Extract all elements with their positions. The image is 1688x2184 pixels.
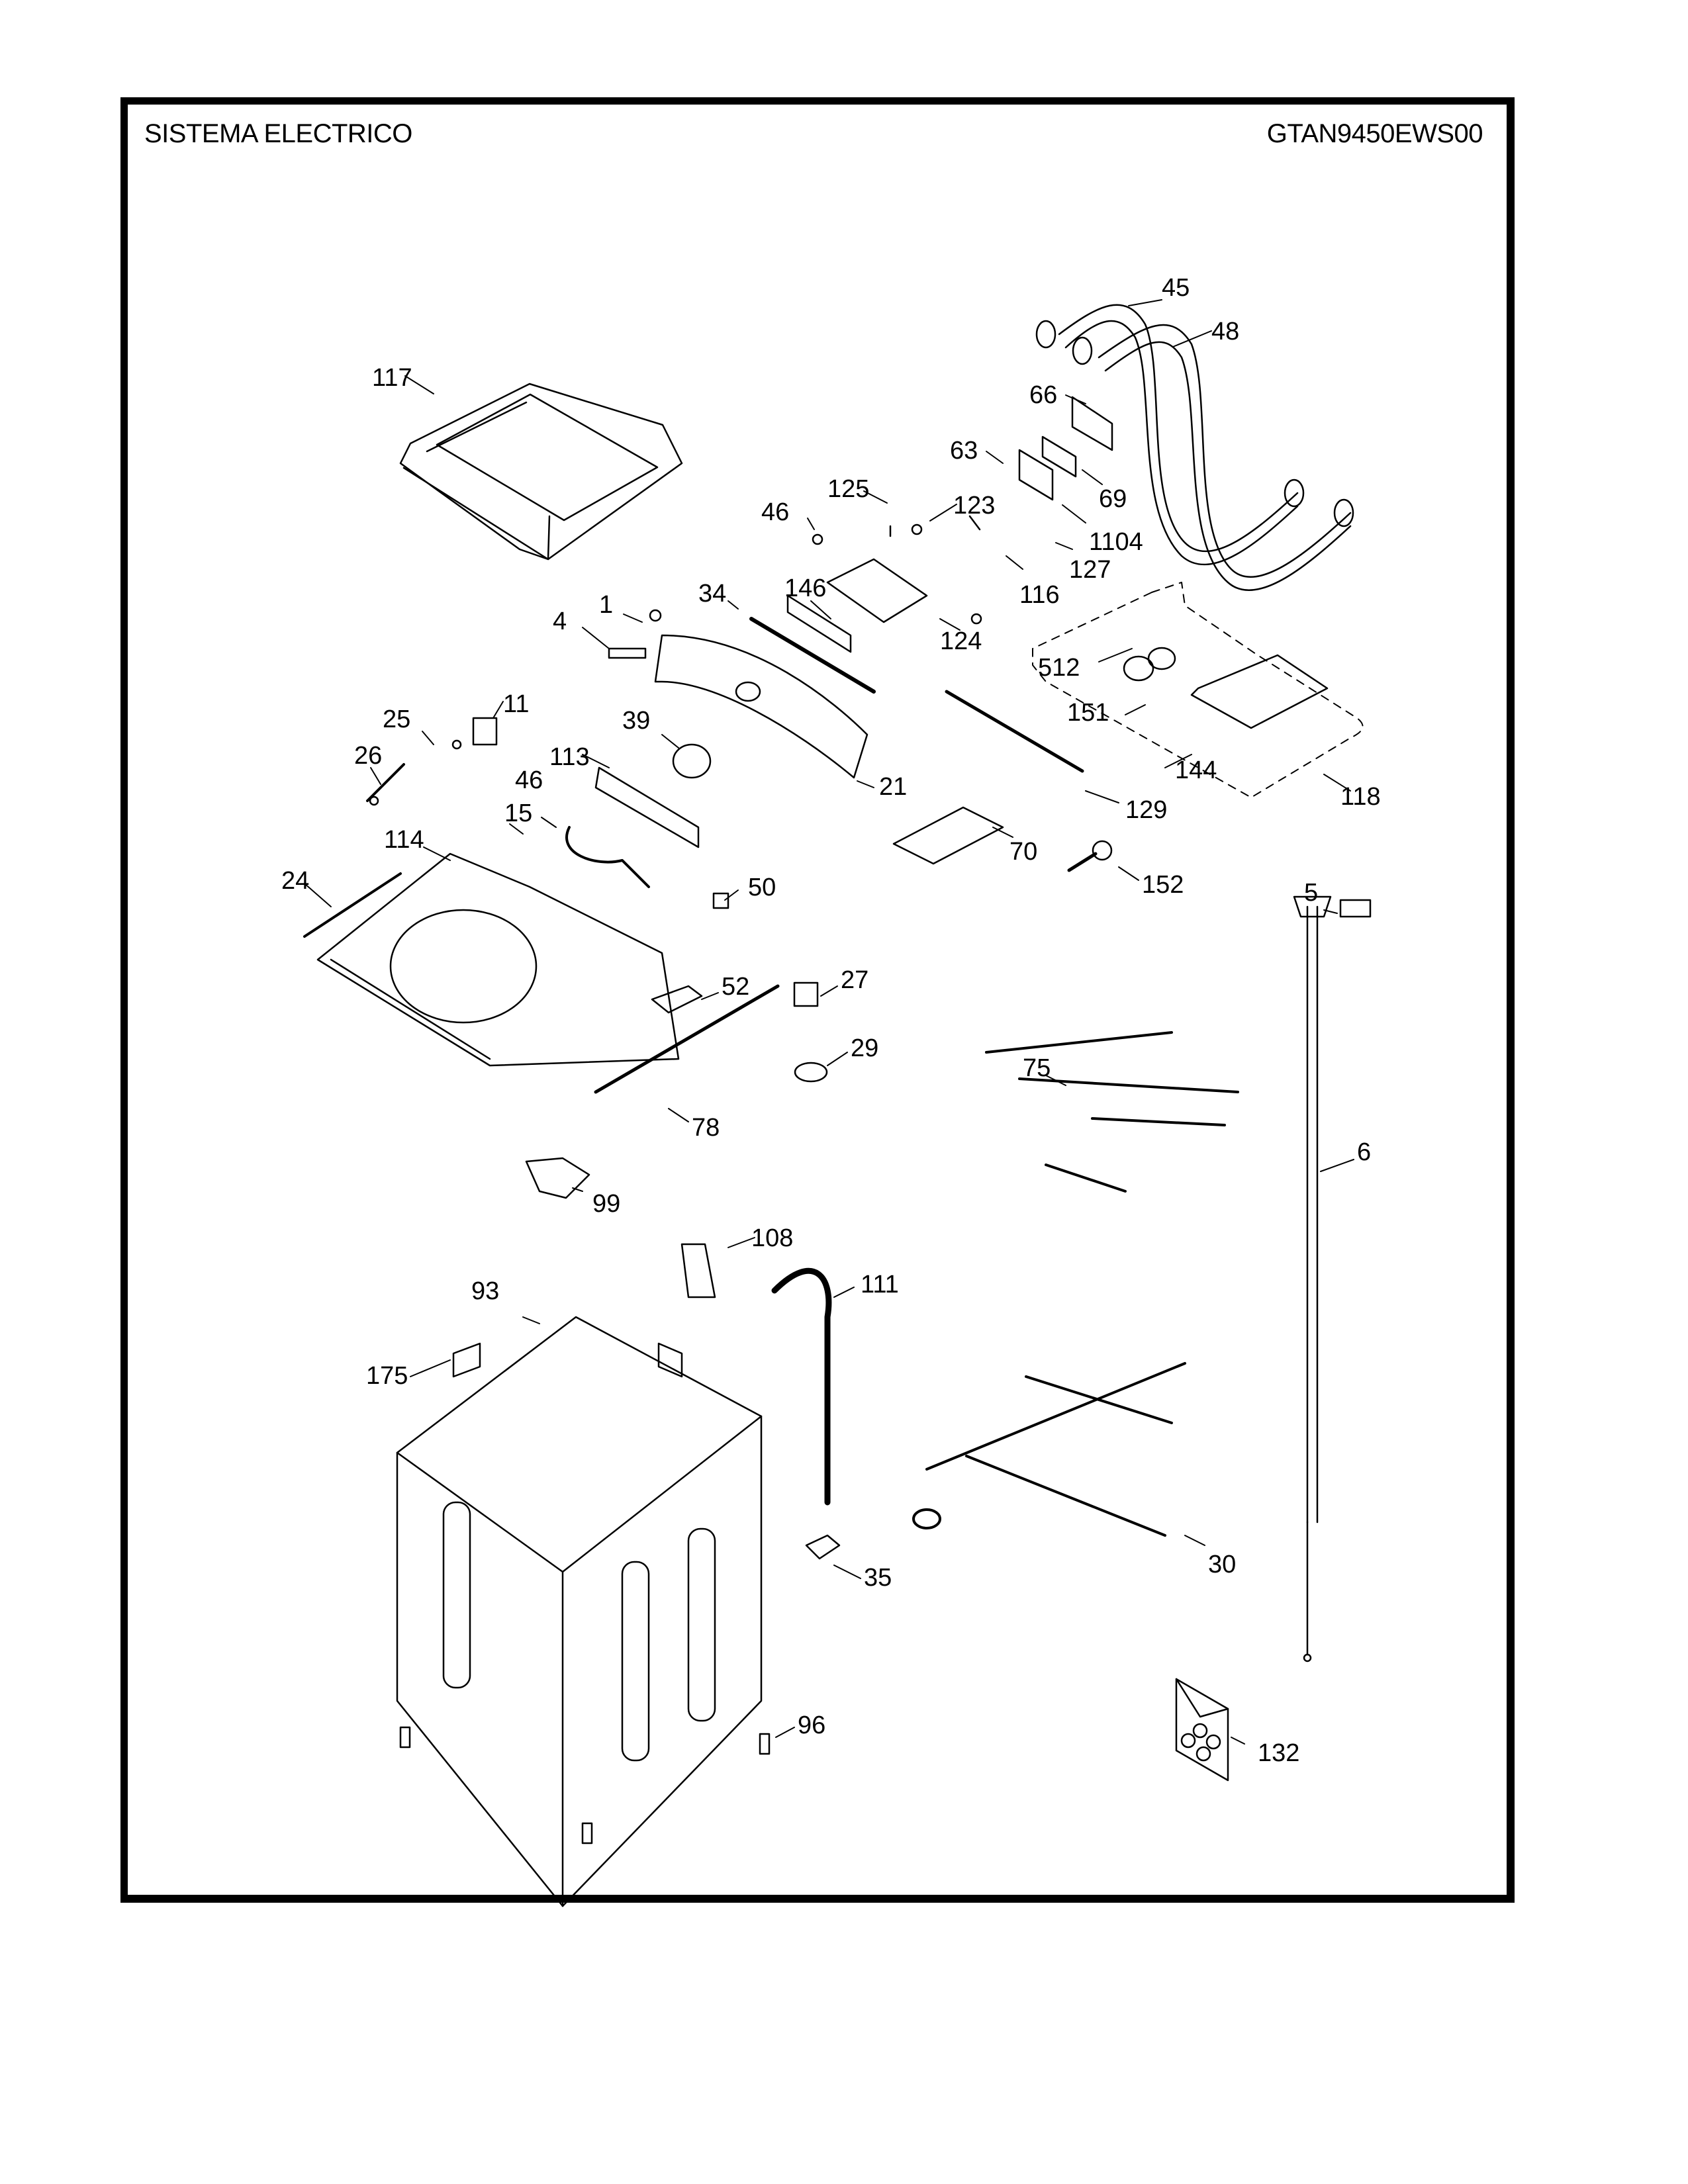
- callout-1: 1: [599, 591, 614, 619]
- part-inlet-valve: [1124, 648, 1327, 728]
- part-lid-lock: [794, 983, 818, 1006]
- callout-5: 5: [1304, 879, 1319, 907]
- callout-1104: 1104: [1089, 528, 1143, 556]
- callout-132: 132: [1258, 1739, 1300, 1767]
- callout-35: 35: [864, 1564, 892, 1592]
- group-valve-kit-outline: [1033, 582, 1363, 797]
- part-hose-fitting: [567, 827, 649, 887]
- part-control-board: [1019, 397, 1112, 500]
- callout-48: 48: [1211, 318, 1240, 345]
- part-bracket: [652, 986, 702, 1013]
- callout-6: 6: [1357, 1138, 1372, 1166]
- callout-63: 63: [950, 437, 978, 465]
- callout-25: 25: [383, 705, 411, 733]
- part-knob: [673, 745, 710, 778]
- part-label-sheet: [894, 807, 1003, 864]
- callout-27: 27: [841, 966, 869, 994]
- callout-29: 29: [851, 1034, 879, 1062]
- callout-24: 24: [281, 867, 310, 895]
- callout-75: 75: [1023, 1054, 1051, 1082]
- callout-151: 151: [1067, 699, 1109, 727]
- part-pressure-switch: [795, 1063, 827, 1081]
- callout-69: 69: [1099, 485, 1127, 513]
- callout-127: 127: [1069, 556, 1111, 584]
- part-top-cover: [318, 854, 679, 1066]
- part-lock-assembly: [526, 1158, 589, 1198]
- callout-11: 11: [503, 690, 530, 718]
- callout-46-b: 46: [515, 766, 543, 794]
- part-cable-clip: [806, 1535, 839, 1559]
- section-title: SISTEMA ELECTRICO: [144, 119, 412, 148]
- callout-93: 93: [471, 1277, 500, 1305]
- callout-152: 152: [1142, 871, 1184, 899]
- part-pressure-sensor: [1069, 841, 1111, 870]
- part-fasteners: [609, 516, 981, 658]
- callout-21: 21: [879, 773, 908, 801]
- leader-lines: [305, 300, 1354, 1744]
- callout-66: 66: [1029, 381, 1058, 409]
- callout-144: 144: [1175, 756, 1217, 784]
- part-drain-hose: [774, 1271, 829, 1502]
- part-lid: [400, 384, 682, 559]
- callout-117: 117: [372, 364, 412, 392]
- part-leveling-feet: [400, 1727, 769, 1843]
- part-dispenser-housing: [751, 559, 927, 692]
- model-number: GTAN9450EWS00: [1266, 119, 1483, 148]
- callout-39: 39: [622, 707, 651, 735]
- part-drain-pump-cover: [682, 1244, 715, 1297]
- part-wire-harness-main: [914, 1363, 1185, 1535]
- callout-108: 108: [751, 1224, 794, 1252]
- callout-123: 123: [953, 492, 996, 520]
- callout-50: 50: [748, 874, 776, 901]
- callout-116: 116: [1019, 581, 1060, 609]
- callout-4: 4: [553, 608, 567, 635]
- callout-125: 125: [827, 475, 870, 503]
- callout-45: 45: [1162, 274, 1190, 302]
- part-power-cord: [1294, 897, 1331, 1661]
- part-dispenser-drawer: [596, 768, 698, 847]
- part-inlet-hoses: [1037, 305, 1353, 590]
- callout-129: 129: [1125, 796, 1168, 824]
- callout-124: 124: [940, 627, 982, 655]
- diagram-border: [120, 97, 1515, 1903]
- part-harness-short: [305, 874, 400, 936]
- part-connector: [1340, 900, 1370, 917]
- callout-114: 114: [384, 826, 424, 854]
- callout-15: 15: [504, 799, 533, 827]
- callout-46: 46: [761, 498, 790, 526]
- part-rod: [947, 692, 1082, 771]
- callout-26: 26: [354, 742, 383, 770]
- callout-78: 78: [692, 1114, 720, 1142]
- callout-99: 99: [592, 1190, 621, 1218]
- part-micro-switch: [714, 893, 728, 908]
- part-foot-pad-kit: [1176, 1679, 1228, 1780]
- callout-146: 146: [784, 574, 827, 602]
- callout-96: 96: [798, 1711, 826, 1739]
- callout-30: 30: [1208, 1551, 1237, 1578]
- part-label-pad: [659, 1343, 682, 1377]
- callout-175: 175: [366, 1362, 408, 1390]
- callout-118: 118: [1340, 783, 1381, 811]
- callout-34: 34: [698, 580, 727, 608]
- part-water-valve: [367, 718, 496, 805]
- callout-512: 512: [1038, 654, 1080, 682]
- callout-111: 111: [861, 1271, 899, 1298]
- callout-113: 113: [549, 743, 590, 771]
- callout-70: 70: [1009, 838, 1038, 866]
- callout-52: 52: [722, 973, 750, 1001]
- part-cabinet: [397, 1317, 761, 1906]
- part-control-console: [655, 635, 867, 778]
- part-harness-bundle: [596, 986, 778, 1092]
- part-label-pad: [453, 1343, 480, 1377]
